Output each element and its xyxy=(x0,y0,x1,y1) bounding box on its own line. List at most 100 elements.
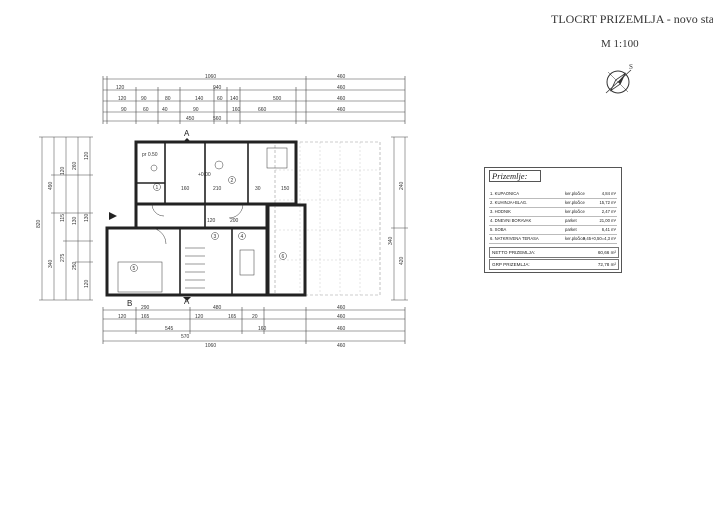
dim-bot-15: 460 xyxy=(337,343,346,349)
room-number-4: 4 xyxy=(241,234,244,240)
room-note: pr 0.50 xyxy=(142,152,158,158)
schedule-row: 6. NATKRIVENA TERASA ker.pločice 9,45+0,… xyxy=(489,235,617,244)
section-marker-a-top: A xyxy=(184,129,190,138)
drawing-scale: M 1:100 xyxy=(601,38,639,50)
dim-inner-6: 660 xyxy=(258,107,267,113)
dim-top-13: 460 xyxy=(337,96,346,102)
room-name: 6. NATKRIVENA TERASA xyxy=(490,236,539,241)
dim-bot-14: 1060 xyxy=(205,343,216,349)
room-area: 21,00 m² xyxy=(599,218,616,223)
dim-inner-30: 30 xyxy=(255,186,261,192)
dim-inner-120: 120 xyxy=(207,218,216,224)
dim-top-3: 120 xyxy=(116,85,125,91)
dim-bot-8: 20 xyxy=(252,314,258,320)
dim-inner-5: 160 xyxy=(232,107,241,113)
dim-inner-210: 210 xyxy=(213,186,222,192)
dim-bot-2: 480 xyxy=(213,305,222,311)
room-number-2: 2 xyxy=(231,178,234,184)
dim-row4-2: 560 xyxy=(213,116,222,122)
dim-top-11: 140 xyxy=(230,96,239,102)
room-floor: ker.pločice xyxy=(565,236,585,241)
dim-top-7: 90 xyxy=(141,96,147,102)
dim-top-5: 460 xyxy=(337,85,346,91)
dim-left-c3: 250 xyxy=(72,261,78,270)
dim-right-1: 240 xyxy=(399,181,405,190)
drawing-title: TLOCRT PRIZEMLJA - novo stanje xyxy=(551,12,713,26)
net-area-row: NETTO PRIZEMLJA: 60,66 m² xyxy=(489,247,619,258)
room-floor: ker.pločice xyxy=(565,191,585,196)
dim-inner-7: 460 xyxy=(337,107,346,113)
dim-left-b2: 115 xyxy=(60,214,66,222)
dim-left-total: 820 xyxy=(36,219,42,228)
dim-left-d3: 120 xyxy=(84,279,90,288)
dim-left-a2: 340 xyxy=(48,259,54,268)
dim-bot-6: 120 xyxy=(195,314,204,320)
room-number-3: 3 xyxy=(214,234,217,240)
room-name: 4. DNEVNI BORAVAK xyxy=(490,218,532,223)
dim-bot-13: 570 xyxy=(181,334,190,340)
room-number-1: 1 xyxy=(156,185,159,191)
schedule-row: 1. KUPAONICA ker.pločice 4,84 m² xyxy=(489,190,617,199)
dim-left-c1: 260 xyxy=(72,161,78,170)
room-name: 2. KUHINJA+BLAG. xyxy=(490,200,528,205)
dim-left-a1: 490 xyxy=(48,181,54,190)
dim-inner-150: 150 xyxy=(281,186,290,192)
dim-inner-160: 160 xyxy=(181,186,190,192)
dim-bot-12: 460 xyxy=(337,326,346,332)
dim-top-2: 460 xyxy=(337,74,346,80)
dim-inner-3: 40 xyxy=(162,107,168,113)
dim-left-b3: 275 xyxy=(60,253,66,262)
dim-left-c2: 130 xyxy=(72,216,78,225)
room-name: 3. HODNIK xyxy=(490,209,511,214)
dim-bot-9: 460 xyxy=(337,314,346,320)
dim-top-6: 120 xyxy=(118,96,127,102)
room-area: 2,47 m² xyxy=(601,209,616,214)
schedule-heading: Prizemlje: xyxy=(489,170,541,182)
dim-top-1: 1060 xyxy=(205,74,216,80)
room-area: 4,84 m² xyxy=(601,191,616,196)
dim-bot-5: 165 xyxy=(141,314,150,320)
room-number-5: 5 xyxy=(133,266,136,272)
dim-top-12: 500 xyxy=(273,96,282,102)
dim-inner-1: 90 xyxy=(121,107,127,113)
schedule-row: 5. SOBA parket 6,41 m² xyxy=(489,226,617,235)
room-floor: ker.pločice xyxy=(565,200,585,205)
dim-bot-11: 160 xyxy=(258,326,267,332)
room-name: 5. SOBA xyxy=(490,227,507,232)
gross-area-row: GRP PRIZEMLJA: 72,78 m² xyxy=(489,259,619,270)
room-area: 15,72 m² xyxy=(599,200,616,205)
net-area-label: NETTO PRIZEMLJA: xyxy=(492,250,536,255)
dim-top-10: 60 xyxy=(217,96,223,102)
section-marker-a-bottom: A xyxy=(184,297,190,306)
net-area-value: 60,66 m² xyxy=(597,250,616,255)
dim-top-8: 80 xyxy=(165,96,171,102)
dim-inner-200: 200 xyxy=(230,218,239,224)
gross-area-label: GRP PRIZEMLJA: xyxy=(492,262,530,267)
dim-bot-3: 460 xyxy=(337,305,346,311)
gross-area-value: 72,78 m² xyxy=(597,262,616,267)
room-name: 1. KUPAONICA xyxy=(490,191,520,196)
room-area: 6,41 m² xyxy=(601,227,616,232)
dim-right-2: 420 xyxy=(399,256,405,265)
room-floor: parket xyxy=(565,227,577,232)
dim-left-b1: 120 xyxy=(60,166,66,175)
schedule-row: 4. DNEVNI BORAVAK parket 21,00 m² xyxy=(489,217,617,226)
dim-row4-1: 450 xyxy=(186,116,195,122)
section-marker-b: B xyxy=(127,299,132,308)
room-floor: ker.pločice xyxy=(565,209,585,214)
dim-inner-4: 90 xyxy=(193,107,199,113)
dim-bot-1: 290 xyxy=(141,305,150,311)
schedule-row: 2. KUHINJA+BLAG. ker.pločice 15,72 m² xyxy=(489,199,617,208)
schedule-row: 3. HODNIK ker.pločice 2,47 m² xyxy=(489,208,617,217)
dim-left-d2: 130 xyxy=(84,213,90,222)
room-floor: parket xyxy=(565,218,577,223)
room-schedule: Prizemlje: 1. KUPAONICA ker.pločice 4,84… xyxy=(484,167,622,273)
dim-top-9: 140 xyxy=(195,96,204,102)
dim-left-d1: 120 xyxy=(84,151,90,160)
compass-letter: S xyxy=(629,63,633,71)
dim-bot-4: 120 xyxy=(118,314,127,320)
room-area: 9,45+0,50=4,3 m² xyxy=(582,236,616,241)
dim-right-3: 340 xyxy=(388,236,394,245)
room-number-6: 6 xyxy=(282,254,285,260)
dim-bot-7: 165 xyxy=(228,314,237,320)
